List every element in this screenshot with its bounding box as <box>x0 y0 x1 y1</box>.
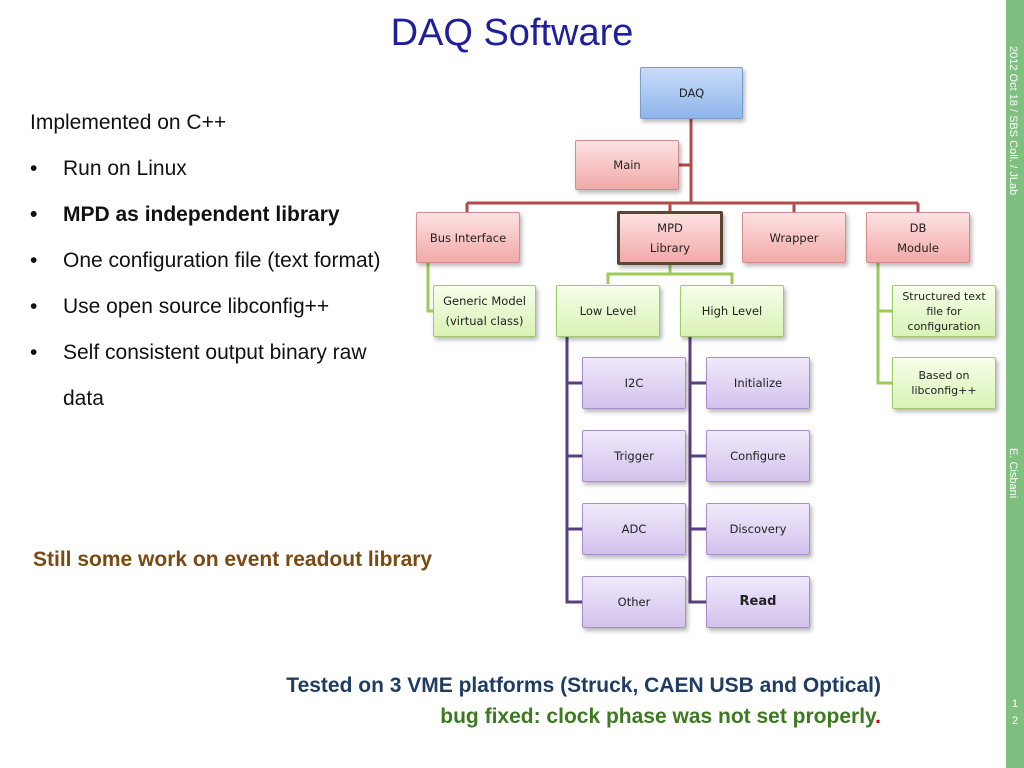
tested-note: Tested on 3 VME platforms (Struck, CAEN … <box>286 670 881 732</box>
connector-db-children <box>876 263 892 385</box>
db-module-node: DB Module <box>866 212 970 263</box>
generic-model-node: Generic Model (virtual class) <box>433 285 536 337</box>
bullet-item: • Use open source libconfig++ <box>30 284 410 330</box>
connector-high-level <box>670 272 734 284</box>
high-level-node: High Level <box>680 285 784 337</box>
low-level-node: Low Level <box>556 285 660 337</box>
bullet-item: • One configuration file (text format) <box>30 238 410 284</box>
bullet-text: One configuration file (text format) <box>63 249 381 272</box>
virtual-class-label: (virtual class) <box>445 314 524 328</box>
slide-title: DAQ Software <box>390 12 634 54</box>
page-number-digit-1: 1 <box>1011 698 1019 710</box>
bullet-dot: • <box>30 157 38 180</box>
connector-generic-model <box>426 263 433 313</box>
i2c-node: I2C <box>582 357 686 409</box>
mpd-library-node: MPD Library <box>617 211 723 265</box>
wrapper-node: Wrapper <box>742 212 846 263</box>
slide-sidebar: 2012 Oct 18 / SBS Coll. / JLab E. Cisban… <box>1006 0 1024 768</box>
read-node: Read <box>706 576 810 628</box>
other-node: Other <box>582 576 686 628</box>
page-number-digit-2: 2 <box>1011 715 1019 727</box>
configure-node: Configure <box>706 430 810 482</box>
discovery-node: Discovery <box>706 503 810 555</box>
intro-text: Implemented on C++ <box>30 111 227 134</box>
module-label: Module <box>897 240 939 255</box>
adc-node: ADC <box>582 503 686 555</box>
sidebar-event-text: 2012 Oct 18 / SBS Coll. / JLab <box>1007 46 1019 196</box>
connector-low-level <box>606 265 672 284</box>
bullet-text: MPD as independent library <box>63 203 340 226</box>
connector-low-children <box>565 337 582 604</box>
tested-platforms-text: Tested on 3 VME platforms (Struck, CAEN … <box>286 674 881 697</box>
bullet-item: • Self consistent output binary raw data <box>30 330 410 422</box>
bullet-dot: • <box>30 249 38 272</box>
generic-model-label: Generic Model <box>443 294 526 308</box>
bug-fixed-label: bug fixed: clock phase was not set prope… <box>440 705 876 728</box>
bullet-dot: • <box>30 295 38 318</box>
structured-config-node: Structured text file for configuration <box>892 285 996 337</box>
main-node: Main <box>575 140 679 190</box>
bullet-list: Implemented on C++ • Run on Linux • MPD as… <box>30 100 410 422</box>
bus-interface-node: Bus Interface <box>416 212 520 263</box>
bullet-text: Use open source libconfig++ <box>63 295 330 318</box>
bullet-text: Run on Linux <box>63 157 187 180</box>
bullet-dot: • <box>30 341 38 364</box>
libconfig-node: Based on libconfig++ <box>892 357 996 409</box>
bug-fixed-text: bug fixed: clock phase was not set prope… <box>286 701 881 732</box>
mpd-label: MPD <box>657 221 683 235</box>
initialize-node: Initialize <box>706 357 810 409</box>
work-in-progress-note: Still some work on event readout library <box>33 548 433 571</box>
library-label: Library <box>649 241 691 255</box>
connector-high-children <box>688 337 706 604</box>
bullet-dot: • <box>30 203 38 226</box>
bug-fixed-period: . <box>875 705 881 728</box>
bullet-item: • Run on Linux <box>30 146 410 192</box>
db-label: DB <box>909 220 927 235</box>
sidebar-author: E. Cisbani <box>1007 448 1019 499</box>
bullet-item: • MPD as independent library <box>30 192 410 238</box>
trigger-node: Trigger <box>582 430 686 482</box>
daq-node: DAQ <box>640 67 743 119</box>
bullet-text: Self consistent output binary raw data <box>63 341 367 410</box>
